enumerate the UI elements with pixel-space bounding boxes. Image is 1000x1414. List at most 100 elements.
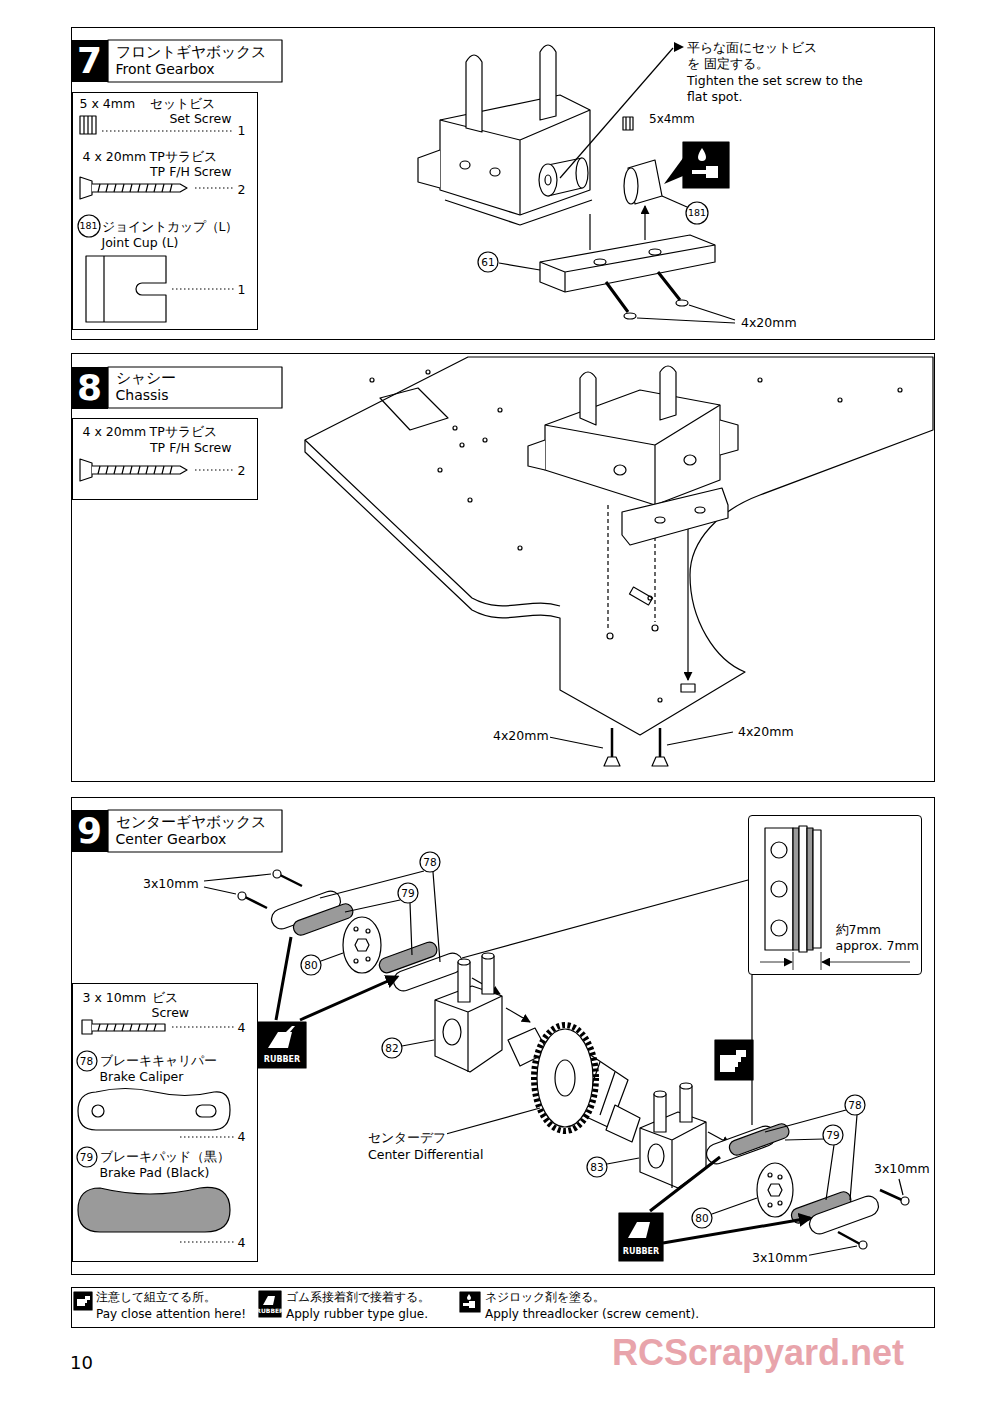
front-gearbox-drawing [624, 313, 636, 319]
part-quantity: 4 [238, 1235, 246, 1251]
parts-icons [78, 1089, 230, 1131]
parts-icons [80, 177, 92, 199]
legend-icons [263, 1296, 275, 1305]
step-number: 9 [72, 810, 108, 852]
callout-number: 79 [401, 888, 414, 899]
chassis-drawing [687, 520, 688, 680]
part-quantity: 2 [238, 463, 246, 479]
legend-text: ゴム系接着剤で接着する。 [286, 1290, 430, 1305]
center-gearbox-drawing [606, 1105, 640, 1142]
center-gearbox-drawing [354, 959, 358, 963]
callout-circle [78, 215, 100, 237]
detail-inset-drawing [807, 828, 813, 950]
center-gearbox-drawing [343, 917, 381, 973]
center-gearbox-drawing [712, 1198, 757, 1214]
front-gearbox-drawing [624, 168, 638, 204]
center-gearbox-drawing [778, 1175, 782, 1179]
part-quantity: 1 [238, 282, 246, 298]
chassis-drawing [426, 370, 430, 374]
callout-circle [420, 852, 440, 872]
chassis-drawing [658, 698, 662, 702]
center-gearbox-drawing [768, 1203, 772, 1207]
part-size: 3 x 10mm [83, 990, 147, 1006]
callout-circle [77, 1051, 97, 1071]
center-gearbox-drawing [273, 870, 281, 878]
parts-icons [82, 1020, 92, 1034]
chassis-drawing [604, 757, 620, 766]
glue-icon-text: RUBBER [623, 1248, 659, 1256]
watermark: RCScrapyard.net [612, 1330, 904, 1375]
center-gearbox-drawing [640, 1122, 706, 1188]
parts-icons [98, 184, 172, 192]
chassis-drawing [758, 378, 762, 382]
callout-circle [77, 202, 865, 1228]
dimension-label: approx. 7mm [836, 938, 919, 954]
screw-size: 4x20mm [740, 315, 798, 331]
legend-icons [74, 1292, 92, 1310]
chassis-drawing [720, 420, 738, 455]
center-gearbox-drawing [366, 957, 370, 961]
detail-inset-drawing [813, 830, 821, 948]
parts-icons [98, 466, 172, 474]
part-label: Center Differential [367, 1147, 484, 1163]
part-quantity: 4 [238, 1129, 246, 1145]
front-gearbox-drawing [499, 263, 540, 270]
front-gearbox-drawing [466, 55, 482, 132]
center-gearbox-drawing [628, 1222, 650, 1238]
chassis-drawing [652, 757, 668, 766]
chassis-drawing [468, 498, 472, 502]
chassis-drawing [545, 390, 720, 505]
callout-circle [845, 1095, 865, 1115]
chassis-drawing [622, 488, 728, 545]
front-gearbox-drawing [540, 245, 715, 292]
callout-circle [686, 202, 708, 224]
center-gearbox-drawing [276, 937, 397, 1020]
parts-list-box: 5 x 4mmセットビスSet Screw14 x 20mmTPサラビスTP F… [72, 92, 258, 330]
parts-icons [196, 1105, 216, 1117]
part-name: セットビス [150, 96, 215, 112]
center-gearbox-drawing [506, 1008, 530, 1022]
chassis-drawing [684, 455, 696, 465]
step-title: センターギヤボックス [116, 813, 266, 832]
callout-number: 78 [80, 1055, 93, 1066]
callout-circle [478, 252, 498, 272]
chassis-drawing [460, 443, 464, 447]
detail-inset-drawing [760, 962, 792, 963]
chassis-drawing [380, 388, 448, 430]
part-name: ビス [152, 990, 178, 1006]
callout-circle [692, 1208, 712, 1228]
detail-inset-drawing [771, 920, 787, 936]
detail-inset-drawing [462, 880, 752, 1125]
center-gearbox-drawing [785, 1139, 834, 1200]
front-gearbox-drawing [606, 272, 680, 312]
center-gearbox-drawing [245, 875, 302, 908]
front-gearbox-drawing [539, 164, 557, 196]
parts-icons [92, 1024, 165, 1031]
center-gearbox-drawing [768, 1184, 782, 1196]
center-gearbox-drawing [778, 1201, 782, 1205]
chassis-drawing [695, 507, 705, 513]
part-name: Brake Caliper [100, 1069, 184, 1085]
detail-inset-drawing [793, 828, 799, 950]
part-name: ジョイントカップ（L） [102, 219, 239, 235]
part-size: 5 x 4mm [80, 96, 136, 112]
parts-icons [78, 116, 230, 1232]
chassis-drawing [614, 465, 626, 475]
callout-number: 78 [423, 857, 436, 868]
chassis-drawing [305, 357, 933, 766]
callout-circle [823, 1125, 843, 1145]
center-gearbox-drawing [391, 950, 465, 993]
callout-circle [382, 1038, 402, 1058]
step-panel: 3 x 10mmビスScrew478ブレーキキャリパーBrake Caliper… [71, 797, 935, 1275]
part-size: 4 x 20mm [83, 424, 147, 440]
front-gearbox-drawing [649, 249, 661, 255]
center-gearbox-drawing [355, 939, 369, 951]
callout-number: 79 [80, 1151, 93, 1162]
center-gearbox-drawing [555, 1060, 575, 1096]
step-title: フロントギヤボックス [116, 43, 266, 62]
front-gearbox-drawing [440, 95, 590, 215]
part-name: Screw [152, 1005, 190, 1021]
center-gearbox-drawing [458, 959, 470, 965]
center-gearbox-drawing [446, 1108, 540, 1134]
center-gearbox-drawing [654, 1091, 666, 1097]
